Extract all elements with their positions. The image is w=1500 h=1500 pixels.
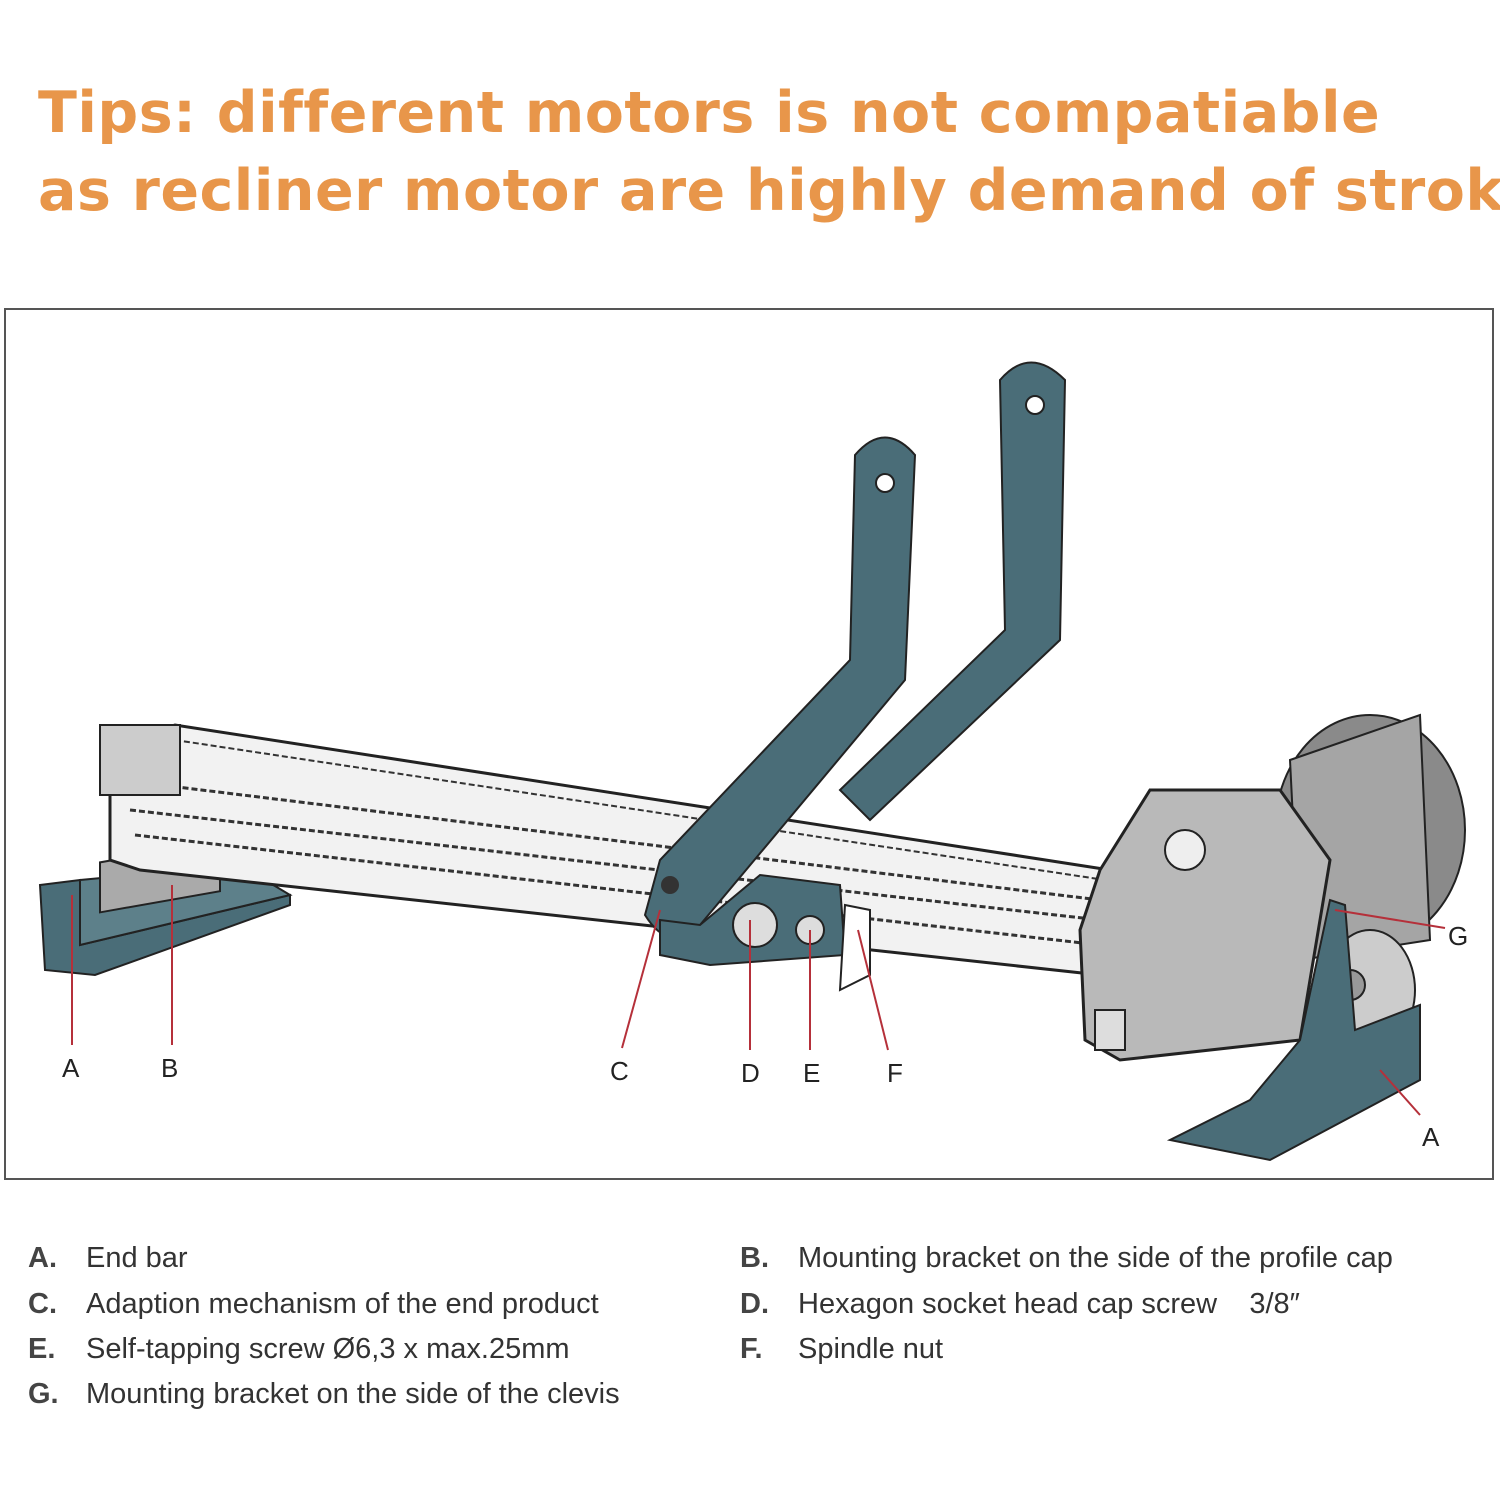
legend-item-c: C. Adaption mechanism of the end product (28, 1288, 599, 1321)
legend-key: G. (28, 1378, 59, 1410)
callout-f: F (887, 1058, 903, 1088)
callout-leaders (71, 885, 1446, 1116)
legend-text: Mounting bracket on the side of the clev… (86, 1378, 620, 1410)
legend-item-b: B. Mounting bracket on the side of the pr… (740, 1242, 1393, 1275)
legend-text: Hexagon socket head cap screw 3/8″ (798, 1288, 1300, 1320)
callout-d: D (741, 1058, 760, 1088)
tips-title-line-2: as recliner motor are highly demand of s… (38, 158, 1500, 224)
callout-c: C (610, 1056, 629, 1086)
legend-key: D. (740, 1288, 769, 1320)
legend-text: Spindle nut (798, 1333, 944, 1365)
legend-item-d: D. Hexagon socket head cap screw 3/8″ (740, 1288, 1300, 1321)
legend-item-f: F. Spindle nut (740, 1333, 943, 1366)
legend-key: F. (740, 1333, 763, 1365)
legend-item-e: E. Self-tapping screw Ø6,3 x max.25mm (28, 1333, 570, 1366)
legend-text: Self-tapping screw Ø6,3 x max.25mm (86, 1333, 570, 1365)
legend-key: E. (28, 1333, 56, 1365)
right-end-bracket (1166, 898, 1421, 1162)
legend-text: Adaption mechanism of the end product (86, 1288, 599, 1320)
legend-text: Mounting bracket on the side of the prof… (798, 1242, 1393, 1274)
legend-item-g: G. Mounting bracket on the side of the cl… (28, 1378, 620, 1411)
callout-b: B (161, 1053, 178, 1083)
legend-key: A. (28, 1242, 57, 1274)
callout-labels: A B C D E F G A (62, 921, 1468, 1152)
callout-a-left: A (62, 1053, 80, 1083)
actuator-rail (99, 723, 1112, 977)
callout-e: E (803, 1058, 820, 1088)
legend-key: B. (740, 1242, 769, 1274)
tips-title-line-1: Tips: different motors is not compatiabl… (38, 80, 1381, 146)
callout-a-right: A (1422, 1122, 1440, 1152)
callout-g: G (1448, 921, 1468, 951)
diagram-frame (4, 308, 1494, 1180)
legend-text: End bar (86, 1242, 188, 1274)
motor-assembly (1078, 713, 1466, 1062)
legend-key: C. (28, 1288, 57, 1320)
legend-item-a: A. End bar (28, 1242, 188, 1275)
